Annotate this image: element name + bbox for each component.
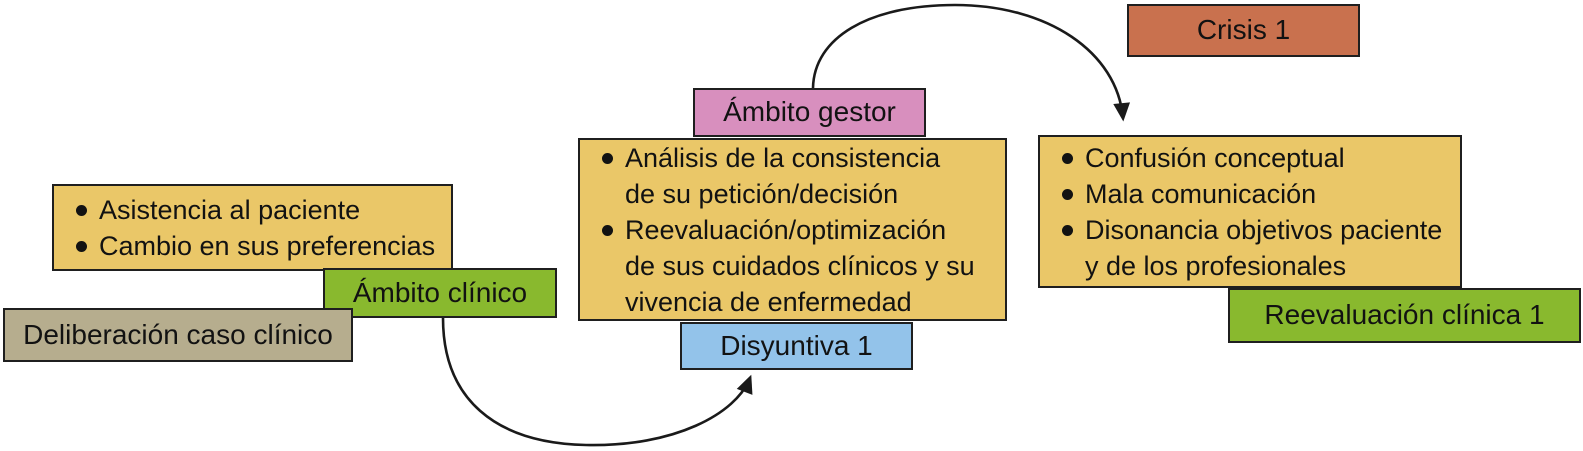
ambito-clinico-label-box: Ámbito clínico [323,268,557,318]
ambito-gestor-label-box: Ámbito gestor [693,88,926,137]
management-analysis-box: Análisis de la consistencia de su petici… [578,138,1007,321]
management-analysis-list: Análisis de la consistencia de su petici… [580,140,1005,319]
crisis-label-box: Crisis 1 [1127,4,1360,57]
bullet-item: Confusión conceptual [1040,140,1460,176]
bullet-item: Disonancia objetivos paciente y de los p… [1040,212,1460,284]
deliberacion-label-box: Deliberación caso clínico [3,308,353,362]
bullet-item: Análisis de la consistencia de su petici… [580,140,1005,212]
bullet-item: Cambio en sus preferencias [54,228,451,264]
reevaluacion-label-box: Reevaluación clínica 1 [1228,288,1581,343]
bullet-item: Reevaluación/optimización de sus cuidado… [580,212,1005,320]
disyuntiva-label-box: Disyuntiva 1 [680,322,913,370]
bullet-item: Mala comunicación [1040,176,1460,212]
bullet-item: Asistencia al paciente [54,192,451,228]
